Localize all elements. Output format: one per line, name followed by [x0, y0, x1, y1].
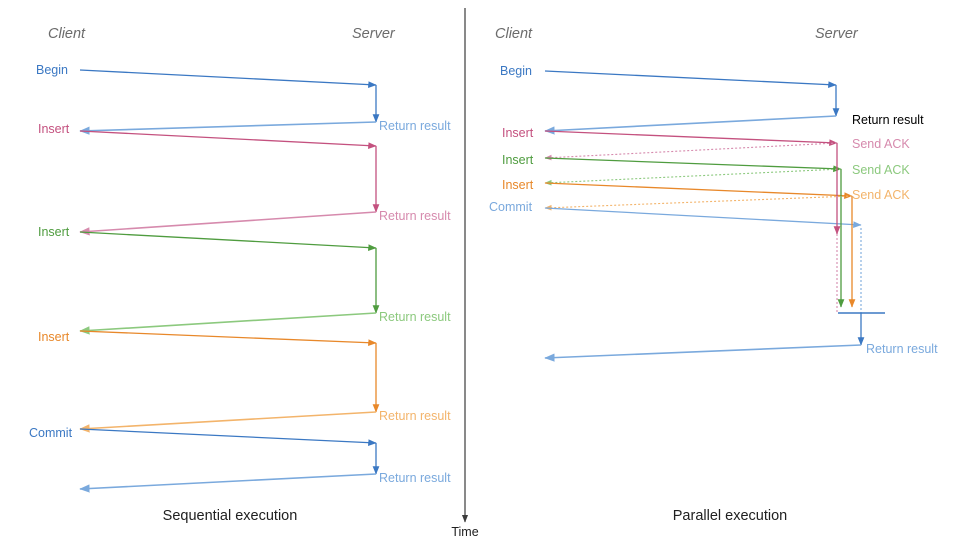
server-label-return-result: Return result: [379, 471, 451, 485]
client-label-begin: Begin: [500, 64, 532, 78]
client-label-commit: Commit: [489, 200, 533, 214]
response-arrow: [79, 211, 377, 236]
request-arrow: [79, 69, 377, 88]
message-group-4: Commit: [489, 200, 862, 228]
request-arrow: [79, 428, 377, 447]
ack-arrow: [544, 168, 842, 186]
request-arrow: [544, 207, 862, 228]
client-label-insert: Insert: [502, 178, 534, 192]
server-label-return-result: Return result: [866, 342, 938, 356]
response-arrow: [79, 312, 377, 335]
server-label-return-result: Return result: [379, 409, 451, 423]
caption-parallel-execution: Parallel execution: [673, 508, 787, 524]
server-label-send-ack: Send ACK: [852, 137, 910, 151]
request-arrow: [79, 330, 377, 347]
request-arrow: [544, 157, 842, 173]
server-label-send-ack: Return result: [852, 113, 924, 127]
response-arrow: [79, 121, 377, 135]
caption-sequential-execution: Sequential execution: [163, 508, 298, 524]
response-arrow: [79, 473, 377, 493]
server-work-region: Return result: [544, 143, 938, 362]
server-label-return-result: Return result: [379, 310, 451, 324]
client-label-commit: Commit: [29, 426, 73, 440]
server-label-send-ack: Send ACK: [852, 188, 910, 202]
client-label-insert: Insert: [502, 126, 534, 140]
time-axis: Time: [451, 8, 479, 539]
lane-header-server: Server: [815, 26, 859, 42]
client-label-insert: Insert: [38, 122, 70, 136]
server-label-send-ack: Send ACK: [852, 163, 910, 177]
client-label-insert: Insert: [38, 225, 70, 239]
request-arrow: [79, 130, 377, 149]
lane-header-client: Client: [495, 26, 533, 42]
response-arrow: [79, 411, 377, 433]
client-label-insert: Insert: [38, 330, 70, 344]
server-label-return-result: Return result: [379, 209, 451, 223]
lane-header-server: Server: [352, 26, 396, 42]
lane-header-client: Client: [48, 26, 86, 42]
client-label-insert: Insert: [502, 153, 534, 167]
server-label-return-result: Return result: [379, 119, 451, 133]
ack-arrow: [544, 195, 853, 211]
request-arrow: [544, 130, 838, 147]
response-arrow: [544, 115, 837, 135]
final-response-arrow: [544, 344, 862, 362]
request-arrow: [544, 182, 853, 200]
request-arrow: [544, 70, 837, 89]
request-arrow: [79, 231, 377, 251]
client-label-begin: Begin: [36, 63, 68, 77]
ack-arrow: [544, 142, 838, 161]
time-axis-label: Time: [451, 525, 478, 539]
